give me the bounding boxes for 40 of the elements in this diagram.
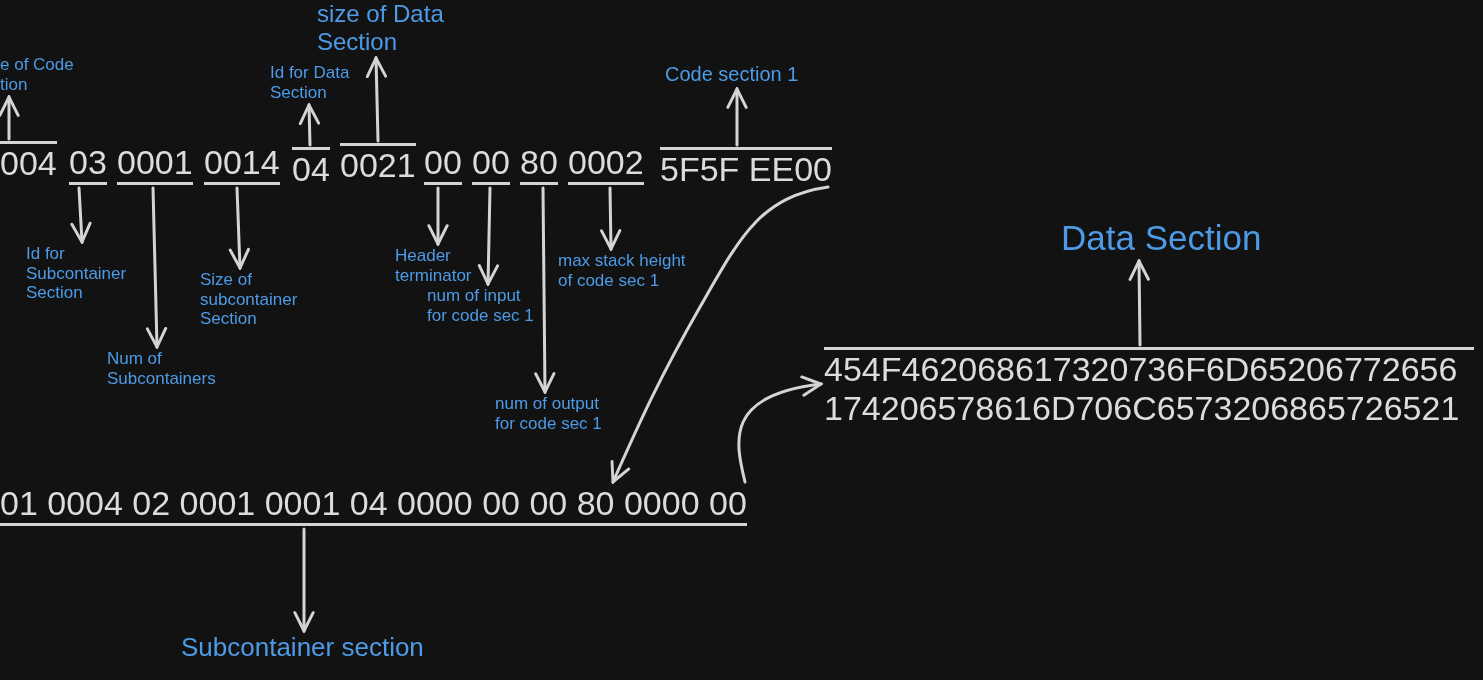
arrow [534,186,556,394]
arrow [726,87,748,147]
arrow [477,186,499,286]
annotation-label: Id for Subcontainer Section [26,244,134,303]
hex-value: 0002 [568,143,644,186]
arrow [145,186,168,349]
arrow [427,186,449,246]
hex-value: 00 [424,143,462,186]
annotation-label: Num of Subcontainers [107,349,225,389]
arrow [70,186,92,244]
annotation-label: size of Data Section [317,0,457,56]
arrow [737,376,823,484]
annotation-label: Code section 1 [665,63,799,86]
hex-value: 0014 [204,143,280,186]
annotation-label: Size of subcontainer Section [200,270,304,329]
annotation-label: Id for Data Section [270,63,360,103]
hex-value: 454F462068617320736F6D65206772656 174206578616D706C6573206865726521 [824,347,1474,429]
hex-value: 004 [0,141,57,184]
annotation-label: e of Code tion [0,55,80,95]
hex-value: 0021 [340,143,416,186]
arrow [600,186,622,251]
hex-value: 80 [520,143,558,186]
annotation-label: num of output for code sec 1 [495,394,607,434]
annotation-label: Subcontainer section [181,633,424,663]
annotation-label: max stack height of code sec 1 [558,251,693,291]
arrow [298,103,321,147]
hex-value: 01 0004 02 0001 0001 04 0000 00 00 80 0000 00 [0,484,747,527]
arrow [610,185,830,484]
hex-value: 0001 [117,143,193,186]
hex-value: 03 [69,143,107,186]
arrow [293,527,315,633]
hex-value: 5F5F EE00 [660,147,832,190]
arrow [0,95,20,141]
arrow [228,186,250,270]
hex-value: 00 [472,143,510,186]
arrow [365,56,388,143]
annotation-label: num of input for code sec 1 [427,286,539,326]
hex-value: 04 [292,147,330,190]
arrow [1128,259,1150,347]
annotation-label: Data Section [1061,218,1262,259]
